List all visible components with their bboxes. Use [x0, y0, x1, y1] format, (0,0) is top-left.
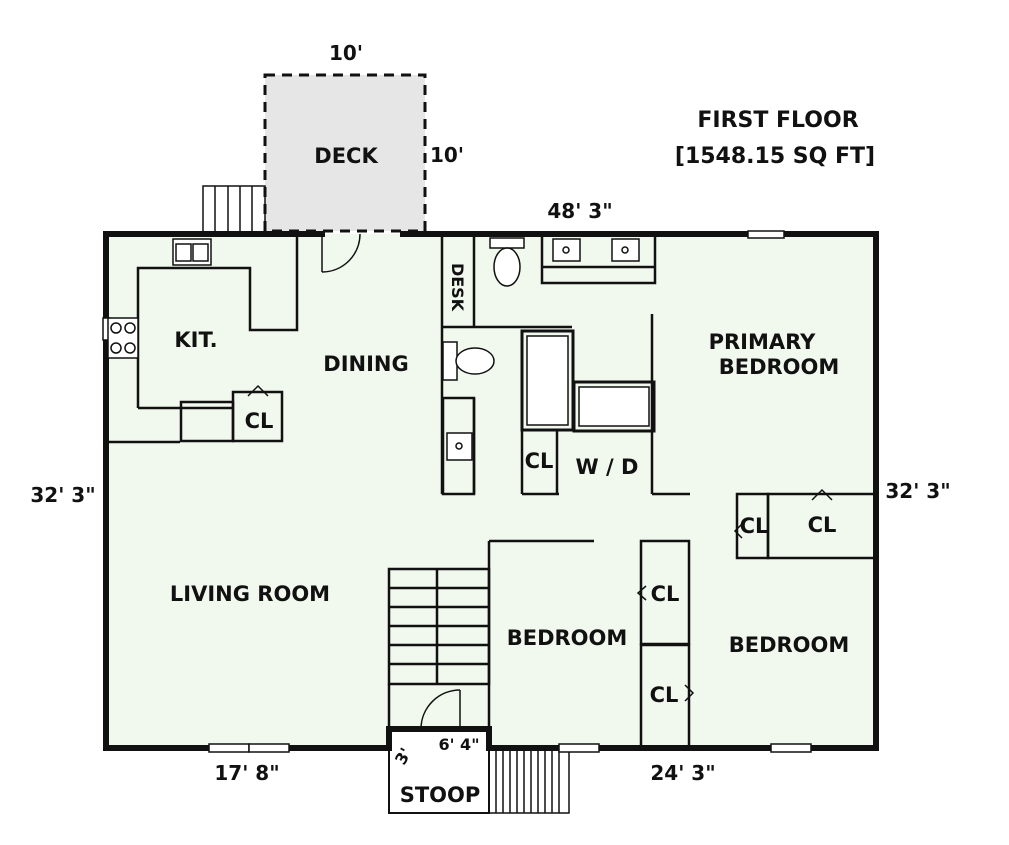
closet-shelves [247, 384, 833, 702]
top-width-dimension: 48' 3" [547, 199, 612, 223]
deck-label: DECK [314, 144, 378, 168]
fixtures [107, 237, 650, 461]
bathtub-icon [526, 335, 569, 426]
deck [263, 73, 427, 233]
left-depth-dimension: 32' 3" [30, 483, 95, 507]
bottom-left-dimension: 17' 8" [214, 761, 279, 785]
toilet-icon [442, 341, 495, 381]
exterior-walls [103, 231, 879, 751]
stoop-width-dimension: 6' 4" [438, 735, 479, 754]
stoop-label: STOOP [400, 783, 481, 807]
floor-area: [1548.15 SQ FT] [675, 144, 875, 169]
toilet-icon [489, 237, 525, 287]
primary-bedroom-label-line2: BEDROOM [719, 355, 840, 379]
bottom-right-dimension: 24' 3" [650, 761, 715, 785]
closet-label: CL [740, 514, 769, 538]
stoop-stairs [488, 749, 570, 814]
deck-depth-dimension: 10' [430, 143, 464, 167]
shower-icon [578, 386, 650, 427]
bedroom-right-label: BEDROOM [729, 633, 850, 657]
bedroom-center-label: BEDROOM [507, 626, 628, 650]
closet-label: CL [808, 513, 837, 537]
dining-label: DINING [323, 352, 408, 376]
right-depth-dimension: 32' 3" [885, 479, 950, 503]
desk-label: DESK [448, 263, 467, 312]
windows [102, 230, 812, 753]
doors [321, 233, 461, 730]
kitchen-label: KIT. [174, 328, 217, 352]
house-floor [106, 234, 876, 748]
interior-walls [106, 234, 878, 750]
floor-title: FIRST FLOOR [697, 108, 858, 133]
closet-label: CL [651, 582, 680, 606]
closet-label: CL [650, 683, 679, 707]
living-room-label: LIVING ROOM [170, 582, 330, 606]
deck-stairs [202, 185, 266, 235]
closet-label: CL [245, 409, 274, 433]
primary-bedroom-label-line1: PRIMARY [709, 330, 817, 354]
deck-width-dimension: 10' [329, 41, 363, 65]
closet-label: CL [525, 449, 554, 473]
stove-icon [107, 317, 139, 359]
washer-dryer-label: W / D [576, 455, 639, 479]
stoop-floor [388, 728, 490, 814]
